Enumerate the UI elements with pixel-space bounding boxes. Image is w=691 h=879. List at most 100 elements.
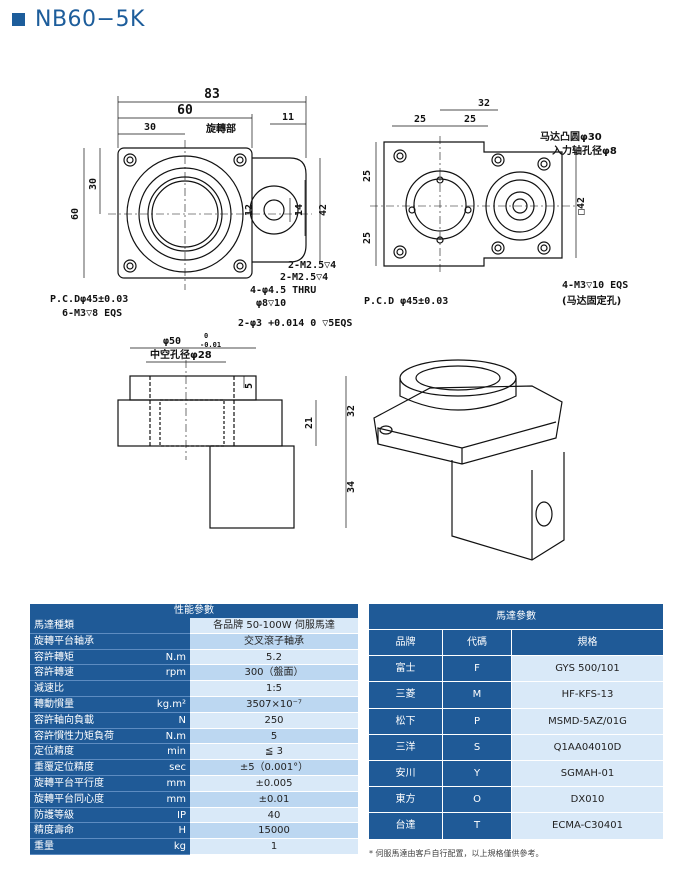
param-label-cell: 容許轉矩 N.m xyxy=(30,649,190,666)
callout-pin: 2-φ3 +0.014 0 ▽5EQS xyxy=(238,318,352,329)
page-title: NB60−5K xyxy=(12,6,145,32)
dim-d50-tol-up: 0 xyxy=(204,332,208,340)
col-spec: 規格 xyxy=(512,630,663,657)
param-label-cell: 減速比 xyxy=(30,681,190,697)
param-label-cell: 重量 kg xyxy=(30,839,190,855)
param-value: 交叉滾子軸承 xyxy=(190,633,358,650)
callout-holes: 4-φ4.5 THRU xyxy=(250,285,316,296)
param-unit: mm xyxy=(166,793,186,805)
param-value: 各品牌 50-100W 伺服馬達 xyxy=(190,618,358,634)
param-label: 減速比 xyxy=(34,683,64,695)
motor-brand: 松下 xyxy=(369,708,443,735)
param-unit: sec xyxy=(169,762,186,774)
callout-pcd-right: P.C.D φ45±0.03 xyxy=(364,296,448,307)
dim-83: 83 xyxy=(204,87,220,102)
param-unit: H xyxy=(178,825,186,837)
motor-table-title: 馬達參數 xyxy=(369,604,663,630)
dim-d50: φ50 xyxy=(163,336,181,347)
right-view xyxy=(370,136,576,274)
param-label: 轉動慣量 xyxy=(34,698,74,710)
motor-code: Y xyxy=(443,760,512,788)
motor-spec: Q1AA04010D xyxy=(512,734,663,761)
motor-boss-label: 马达凸圆φ30 xyxy=(540,130,602,143)
dim-60v: 60 xyxy=(70,208,81,220)
param-label: 精度壽命 xyxy=(34,825,74,837)
param-unit: IP xyxy=(177,809,186,821)
dim-42: 42 xyxy=(318,204,329,216)
motor-code: M xyxy=(443,682,512,709)
motor-table-header: 品牌 代碼 規格 xyxy=(369,630,663,657)
dim-25-a: 25 xyxy=(414,114,426,125)
param-label: 馬達種類 xyxy=(34,620,74,631)
m3-note-label: (马达固定孔) xyxy=(562,294,621,307)
param-unit: N.m xyxy=(165,651,186,663)
dim-14: 14 xyxy=(294,204,305,216)
param-label-cell: 馬達種類 xyxy=(30,618,190,634)
rotating-part-label: 旋轉部 xyxy=(205,122,236,135)
param-label-cell: 重覆定位精度 sec xyxy=(30,760,190,776)
table-row: 馬達種類 各品牌 50-100W 伺服馬達 xyxy=(30,618,358,634)
table-row: 旋轉平台軸承 交叉滾子軸承 xyxy=(30,633,358,650)
dim-5: 5 xyxy=(244,383,255,389)
performance-table: 性能參數 馬達種類各品牌 50-100W 伺服馬達旋轉平台軸承交叉滾子軸承容許轉… xyxy=(30,604,358,855)
motor-spec: GYS 500/101 xyxy=(512,656,663,683)
model-name: NB60−5K xyxy=(35,6,145,32)
motor-code: P xyxy=(443,708,512,735)
param-label: 容許轉速 xyxy=(34,667,74,679)
motor-spec: DX010 xyxy=(512,787,663,814)
param-label: 容許轉矩 xyxy=(34,651,74,663)
dim-25-v2: 25 xyxy=(362,232,373,244)
technical-drawing: 83 60 30 11 旋轉部 30 60 12 14 42 2-M2.5▽4 … xyxy=(50,87,628,561)
front-view xyxy=(108,140,312,290)
param-value: ±0.005 xyxy=(190,775,358,792)
motor-note: * 伺服馬達由客戶自行配置，以上規格僅供參考。 xyxy=(369,848,544,858)
motor-brand: 三洋 xyxy=(369,734,443,761)
isometric-view xyxy=(373,359,565,561)
dim-60: 60 xyxy=(177,103,193,118)
param-unit: mm xyxy=(166,777,186,789)
param-label: 旋轉平台軸承 xyxy=(34,635,94,647)
performance-table-title: 性能參數 xyxy=(30,604,358,618)
dim-sq42: □42 xyxy=(576,197,587,215)
dim-30v: 30 xyxy=(88,178,99,190)
param-unit: kg xyxy=(173,841,186,853)
motor-spec: HF-KFS-13 xyxy=(512,682,663,709)
param-value: 3507×10⁻⁷ xyxy=(190,696,358,713)
motor-code: T xyxy=(443,813,512,840)
param-value: ≦ 3 xyxy=(190,744,358,761)
param-label: 重量 xyxy=(34,841,54,853)
param-label: 重覆定位精度 xyxy=(34,762,94,774)
param-unit: N xyxy=(178,714,186,726)
dim-30: 30 xyxy=(144,122,156,133)
dim-11: 11 xyxy=(282,112,294,123)
motor-brand: 三菱 xyxy=(369,682,443,709)
param-unit: N.m xyxy=(165,730,186,742)
callout-m3: 6-M3▽8 EQS xyxy=(62,308,122,319)
param-value: ±0.01 xyxy=(190,791,358,808)
hollow-bore-label: 中空孔径φ28 xyxy=(150,348,212,361)
callout-cbore: φ8▽10 xyxy=(256,298,286,309)
dim-d50-tol-dn: -0.01 xyxy=(200,341,221,349)
dim-21: 21 xyxy=(304,417,315,429)
motor-code: O xyxy=(443,787,512,814)
motor-brand: 富士 xyxy=(369,656,443,683)
